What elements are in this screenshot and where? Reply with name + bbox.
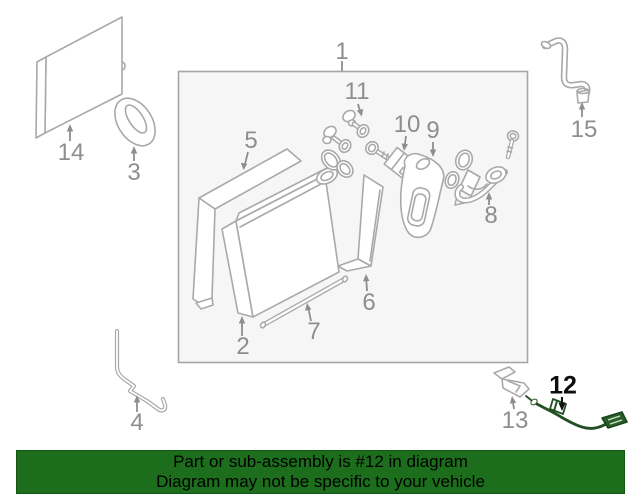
- arrow-7: [305, 303, 312, 322]
- arrow-4: [133, 395, 141, 412]
- o-rings-pipe: [444, 149, 474, 190]
- o-ring-seals: [320, 149, 354, 179]
- arrow-9: [429, 142, 437, 157]
- part-8-pipe-assembly: [454, 166, 508, 206]
- part-15-drain-hose: [540, 37, 591, 104]
- banner-line-1: Part or sub-assembly is #12 in diagram: [173, 452, 468, 471]
- mounting-bolt-right: [505, 130, 520, 160]
- assembly-box: [177, 61, 529, 364]
- arrow-5: [240, 151, 249, 170]
- part-6-bracket: [337, 174, 384, 272]
- arrow-15: [578, 102, 586, 117]
- arrow-3: [130, 146, 138, 161]
- arrow-2: [238, 316, 246, 336]
- callout-3[interactable]: 3: [127, 159, 141, 186]
- part-13-clip: [493, 366, 530, 398]
- callout-8[interactable]: 8: [484, 202, 498, 229]
- arrow-14: [66, 124, 74, 141]
- callout-2[interactable]: 2: [236, 333, 250, 360]
- arrow-11: [356, 103, 364, 117]
- part-7-rod: [259, 275, 349, 329]
- part-3-grommet: [114, 97, 156, 147]
- callout-9[interactable]: 9: [426, 117, 440, 144]
- callout-1[interactable]: 1: [335, 38, 349, 65]
- part-5-case-panel: [192, 148, 302, 310]
- arrow-13: [509, 396, 517, 410]
- part-2-evaporator-core: [221, 167, 340, 318]
- part-4-drain-tube: [114, 328, 168, 413]
- callout-12-highlighted[interactable]: 12: [549, 371, 577, 400]
- banner-line-2: Diagram may not be specific to your vehi…: [156, 472, 485, 491]
- arrow-6: [363, 274, 370, 292]
- arrow-10: [401, 135, 408, 151]
- arrow-8: [485, 192, 493, 205]
- part-12-thermistor-harness: [525, 395, 628, 430]
- callout-5[interactable]: 5: [244, 127, 258, 154]
- part-14-cover-panel: [35, 16, 126, 139]
- part-9-expansion-valve: [399, 152, 445, 239]
- callout-4[interactable]: 4: [130, 409, 144, 436]
- callout-15[interactable]: 15: [570, 116, 598, 143]
- callout-7[interactable]: 7: [307, 318, 321, 345]
- core-port-cap: [315, 167, 339, 185]
- callout-arrows: [66, 102, 586, 412]
- part-11-clamps: [322, 109, 370, 154]
- highlight-banner: Part or sub-assembly is #12 in diagram D…: [16, 450, 625, 494]
- callout-14[interactable]: 14: [57, 139, 85, 166]
- arrow-12-highlight: [558, 397, 566, 411]
- callout-11[interactable]: 11: [344, 78, 370, 105]
- callout-6[interactable]: 6: [362, 289, 376, 316]
- callout-13[interactable]: 13: [501, 407, 529, 434]
- callout-10[interactable]: 10: [393, 111, 421, 138]
